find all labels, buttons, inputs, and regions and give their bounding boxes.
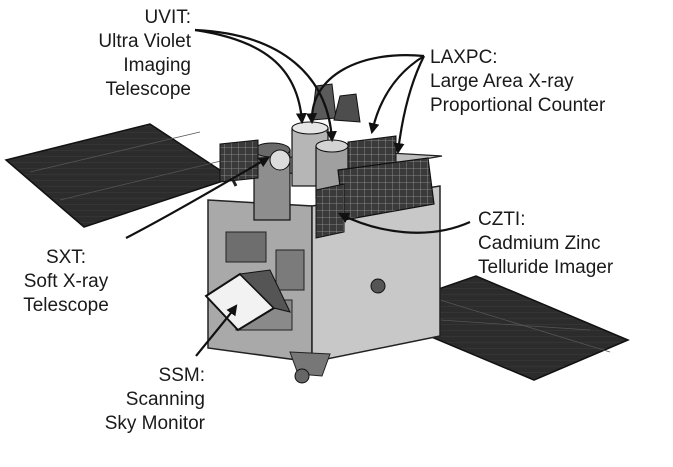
laxpc-pointers bbox=[306, 54, 425, 155]
czti-label-line1: CZTI: bbox=[478, 209, 526, 230]
sxt-label-line1: SXT: bbox=[45, 247, 87, 268]
ssm-label-line1: SSM: bbox=[158, 365, 205, 386]
czti-label-line2: Cadmium Zinc bbox=[478, 233, 601, 254]
czti-label: CZTI: Cadmium Zinc Telluride Imager bbox=[478, 208, 613, 280]
czti-instrument bbox=[315, 183, 345, 239]
ssm-label: SSM: Scanning Sky Monitor bbox=[105, 364, 205, 436]
laxpc-label-line3: Proportional Counter bbox=[430, 95, 606, 116]
uvit-instrument bbox=[291, 83, 361, 199]
uvit-label-line2: Ultra Violet bbox=[98, 31, 191, 52]
left-solar-panel bbox=[4, 123, 238, 228]
laxpc-label-line2: Large Area X-ray bbox=[430, 71, 574, 92]
sxt-label-line2: Soft X-ray bbox=[23, 271, 109, 292]
ssm-label-line3: Sky Monitor bbox=[104, 413, 205, 434]
uvit-label-line1: UVIT: bbox=[144, 7, 191, 28]
ssm-label-line2: Scanning bbox=[125, 389, 205, 410]
sxt-pointer bbox=[125, 156, 270, 239]
uvit-label-line3: Imaging bbox=[123, 55, 191, 76]
sxt-label-line3: Telescope bbox=[23, 295, 109, 316]
uvit-label: UVIT: Ultra Violet Imaging Telescope bbox=[98, 6, 191, 102]
sxt-instrument bbox=[253, 142, 291, 221]
sxt-label: SXT: Soft X-ray Telescope bbox=[4, 246, 128, 318]
czti-pointer bbox=[338, 213, 471, 234]
uvit-pointers bbox=[194, 28, 337, 143]
czti-label-line3: Telluride Imager bbox=[478, 257, 614, 278]
ssm-pointer bbox=[195, 304, 238, 357]
laxpc-label: LAXPC: Large Area X-ray Proportional Cou… bbox=[430, 46, 605, 118]
uvit-label-line4: Telescope bbox=[105, 79, 191, 100]
laxpc-label-line1: LAXPC: bbox=[430, 47, 498, 68]
laxpc-instrument bbox=[219, 135, 435, 221]
